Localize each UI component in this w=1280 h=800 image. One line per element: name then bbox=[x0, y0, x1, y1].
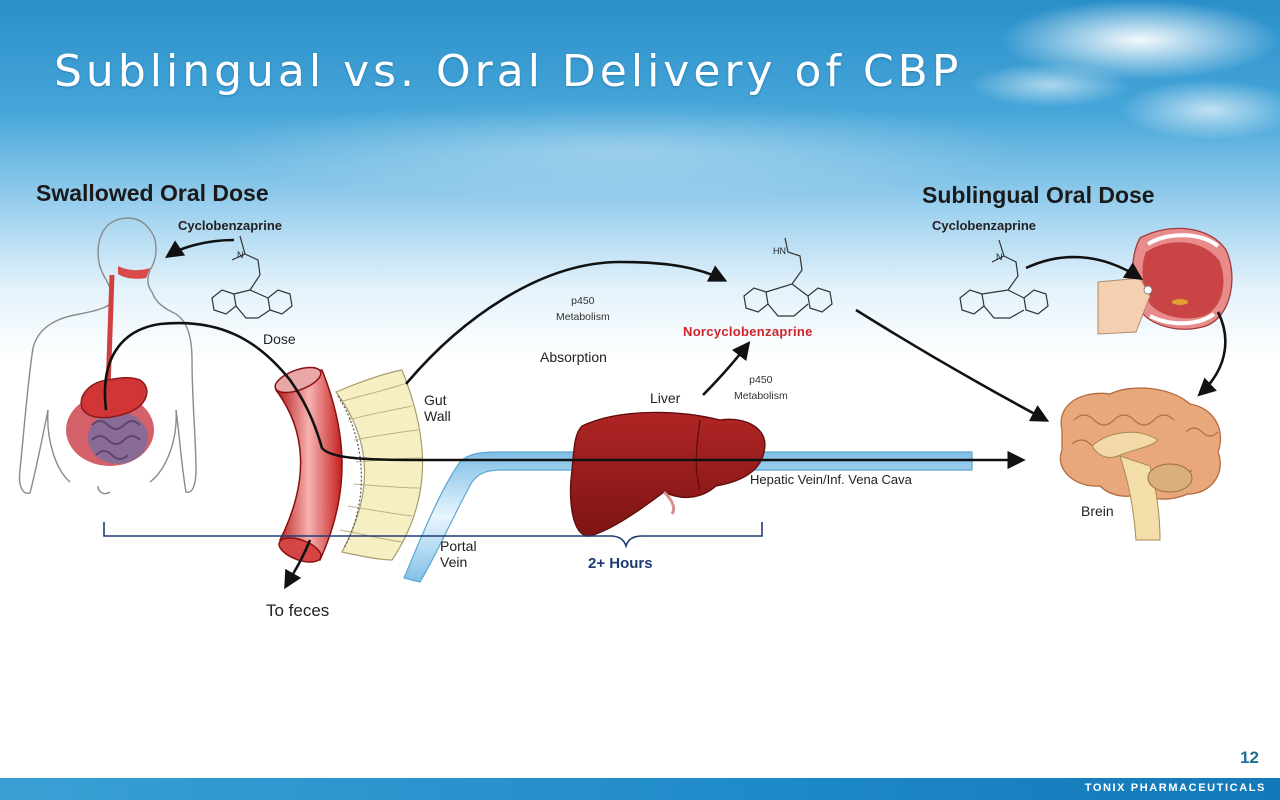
molecule-icon-left bbox=[211, 235, 293, 319]
p450-metabolism-bottom-label: p450 Metabolism bbox=[734, 374, 788, 402]
footer-bar: TONIX PHARMACEUTICALS bbox=[0, 778, 1280, 800]
esophagus-icon bbox=[105, 274, 115, 391]
slide-title: Sublingual vs. Oral Delivery of CBP bbox=[54, 46, 963, 97]
nitrogen-atom-label: N bbox=[237, 250, 244, 260]
hn-group-label: HN bbox=[773, 246, 786, 256]
gut-tube-icon bbox=[274, 366, 343, 563]
liver-label: Liver bbox=[650, 390, 681, 406]
molecule-icon-middle bbox=[743, 237, 833, 317]
molecule-icon-right bbox=[959, 239, 1049, 319]
mouth-icon bbox=[1097, 227, 1233, 335]
norcyclobenzaprine-label: Norcyclobenzaprine bbox=[683, 324, 813, 339]
liver-icon bbox=[569, 411, 766, 537]
cyclobenzaprine-label-left: Cyclobenzaprine bbox=[178, 218, 283, 233]
dose-label: Dose bbox=[263, 331, 296, 347]
stomach-icon bbox=[80, 376, 148, 419]
human-body-icon bbox=[18, 217, 197, 495]
sublingual-oral-dose-heading: Sublingual Oral Dose bbox=[922, 182, 1155, 208]
gut-wall-label: Gut Wall bbox=[424, 392, 451, 424]
brain-label: Brein bbox=[1081, 503, 1114, 519]
absorption-label: Absorption bbox=[540, 349, 607, 365]
portal-vein-label: Portal Vein bbox=[440, 538, 477, 570]
flow-arrows bbox=[103, 238, 1227, 590]
time-bracket bbox=[103, 522, 763, 549]
company-name: TONIX PHARMACEUTICALS bbox=[1084, 782, 1266, 794]
cyclobenzaprine-label-right: Cyclobenzaprine bbox=[932, 218, 1037, 233]
duration-label: 2+ Hours bbox=[588, 555, 653, 572]
to-feces-label: To feces bbox=[266, 601, 330, 620]
swallowed-oral-dose-heading: Swallowed Oral Dose bbox=[36, 180, 269, 206]
nitrogen-atom-label-right: N bbox=[996, 252, 1003, 262]
hepatic-vein-label: Hepatic Vein/Inf. Vena Cava bbox=[750, 472, 912, 487]
p450-metabolism-top-label: p450 Metabolism bbox=[556, 295, 610, 323]
brain-icon bbox=[1059, 387, 1222, 541]
page-number: 12 bbox=[1240, 748, 1259, 767]
gut-wall-icon bbox=[335, 369, 424, 561]
